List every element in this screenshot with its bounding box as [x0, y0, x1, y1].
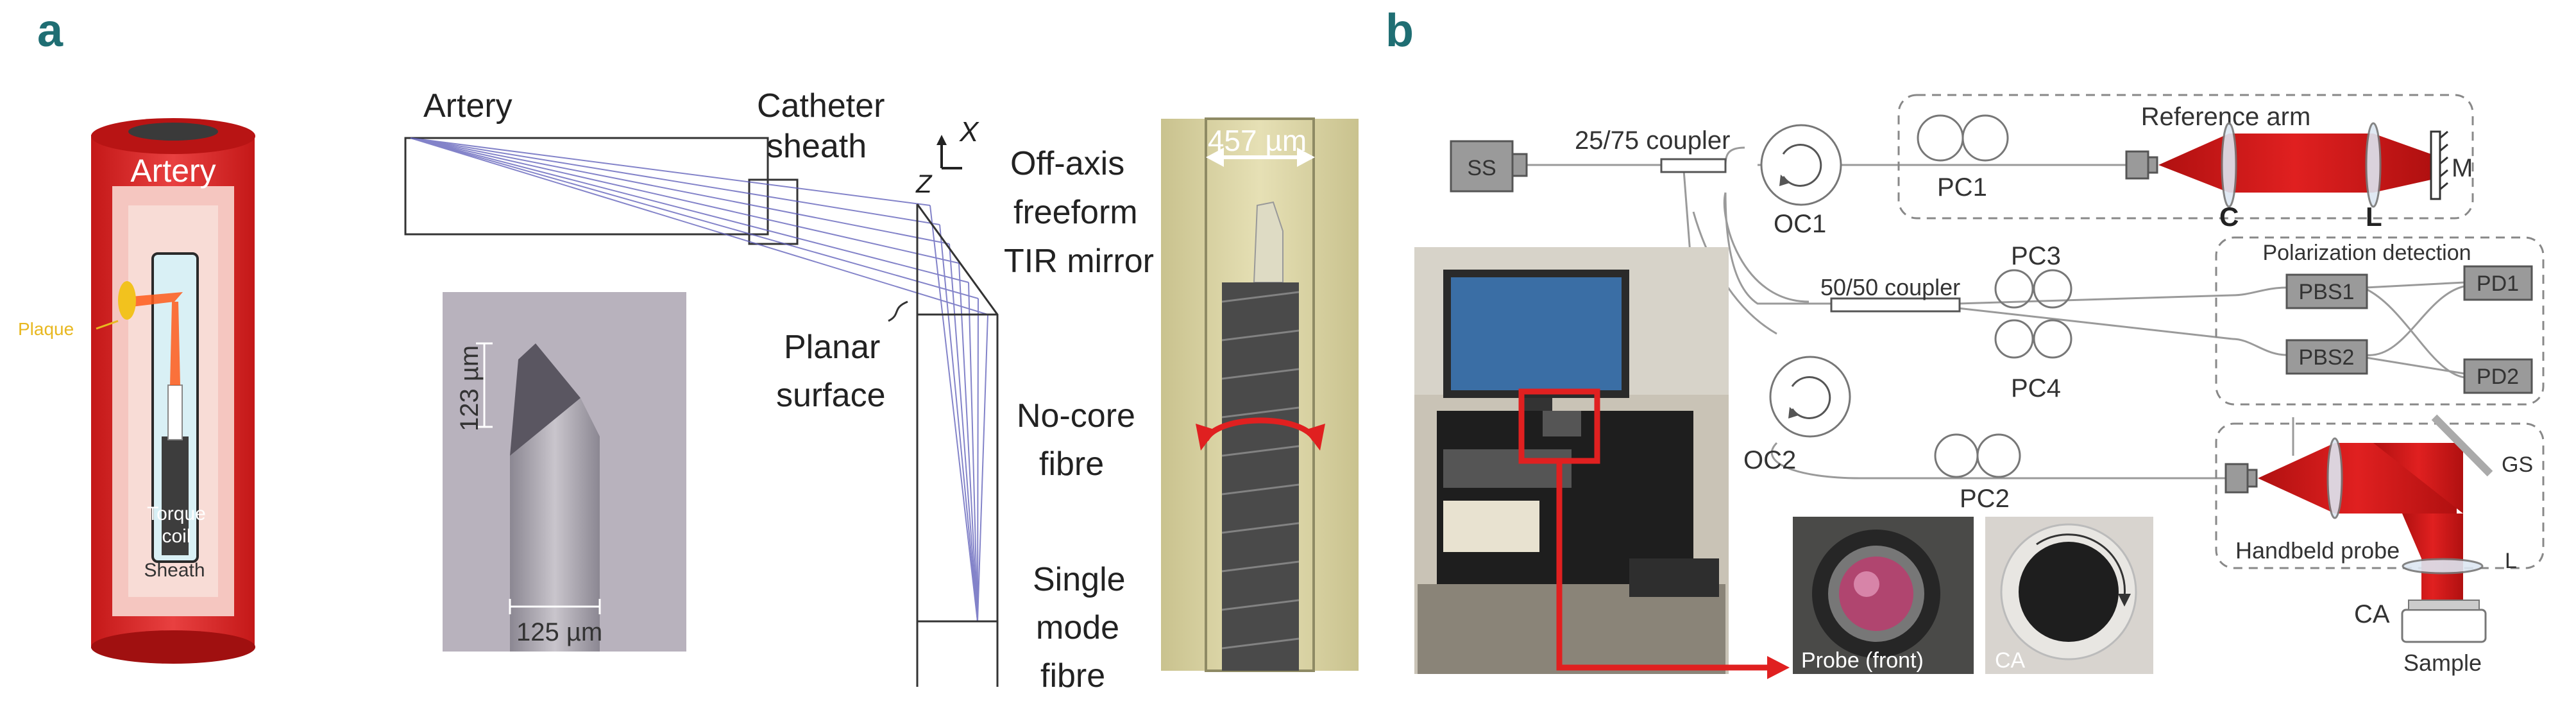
label-nocore-2: fibre — [1039, 445, 1104, 483]
photo-keyboard — [1629, 558, 1719, 597]
label-pc3: PC3 — [2011, 242, 2061, 270]
label-pc2: PC2 — [1960, 485, 2010, 513]
planar-leader — [888, 302, 908, 321]
label-planar-1: Planar — [784, 329, 880, 366]
catheter-drawing: Artery Plaque Torque coil Sheath — [18, 118, 255, 664]
ref-collimator — [2126, 151, 2148, 178]
label-pc1: PC1 — [1937, 173, 1987, 202]
photo-probe-front: Probe (front) — [1793, 517, 1974, 674]
artery-lumen-top — [128, 123, 218, 141]
label-pd2: PD2 — [2477, 365, 2519, 389]
pc2-loop-2 — [1978, 435, 2020, 477]
label-artery-ray: Artery — [423, 87, 513, 125]
ref-mirror — [2431, 132, 2440, 199]
probe-lens-2 — [2403, 559, 2482, 573]
label-sample: Sample — [2403, 650, 2482, 676]
label-smf-1: Single — [1033, 561, 1126, 598]
label-handheld-probe: Handbeld probe — [2235, 537, 2400, 564]
label-mirror-2: freeform — [1013, 194, 1138, 231]
pc2-loop-1 — [1935, 435, 1978, 477]
label-ref-c: C — [2219, 202, 2239, 232]
label-axis-x: X — [959, 116, 979, 148]
label-plaque: Plaque — [18, 319, 74, 339]
circulator-oc2 — [1770, 357, 1850, 436]
label-gs: GS — [2502, 453, 2533, 477]
label-smf-3: fibre — [1040, 657, 1105, 695]
label-coupler-25-75: 25/75 coupler — [1575, 126, 1730, 155]
ref-lens-l — [2366, 123, 2380, 207]
label-nocore-1: No-core — [1017, 397, 1135, 435]
probe-front-lens — [1839, 557, 1913, 631]
photo-ca: CA — [1985, 517, 2153, 674]
probe-collimator — [2226, 464, 2248, 492]
label-ss: SS — [1467, 156, 1496, 180]
micrograph-probe: 457 µm — [1161, 119, 1359, 671]
pc4-loop-1 — [1996, 320, 2033, 358]
label-mirror-3: TIR mirror — [1004, 243, 1154, 280]
label-oc2: OC2 — [1743, 446, 1796, 474]
circulator-oc1 — [1761, 125, 1841, 205]
label-polarization-detection: Polarization detection — [2262, 241, 2471, 265]
label-torque-2: coil — [162, 526, 191, 547]
label-artery-drawing: Artery — [130, 153, 216, 189]
label-catheter-2: sheath — [767, 128, 867, 165]
label-ref-l: L — [2366, 202, 2382, 232]
label-probe-front: Probe (front) — [1801, 648, 1924, 673]
label-probe-l: L — [2505, 549, 2517, 573]
pc4-loop-2 — [2034, 320, 2071, 358]
sample-beam-vertical — [2402, 514, 2463, 600]
label-height-123: 123 µm — [455, 345, 484, 431]
micrograph-tip: 123 µm 125 µm — [443, 292, 686, 652]
plaque-shape — [118, 281, 136, 320]
label-pbs2: PBS2 — [2299, 345, 2355, 370]
ca-dark-disc — [2019, 542, 2119, 642]
photo-system — [1414, 247, 1729, 674]
ref-beam — [2158, 134, 2431, 193]
probe-torque-coil — [1222, 282, 1299, 671]
label-coupler-50-50: 50/50 coupler — [1820, 274, 1960, 300]
panel-a-letter: a — [37, 5, 64, 56]
label-catheter-1: Catheter — [757, 87, 885, 125]
coupler-25-75 — [1661, 159, 1725, 172]
label-pc4: PC4 — [2011, 374, 2061, 402]
label-torque-1: Torque — [147, 503, 206, 524]
ref-lens-c — [2222, 123, 2236, 207]
label-pbs1: PBS1 — [2299, 280, 2355, 304]
ca-window — [2409, 600, 2479, 610]
label-sheath: Sheath — [144, 560, 205, 581]
label-photo-ca: CA — [1995, 648, 2026, 673]
pc1-loop-2 — [1963, 116, 2008, 160]
label-planar-2: surface — [776, 377, 886, 414]
label-oc1: OC1 — [1774, 210, 1826, 238]
coupler-50-50 — [1831, 298, 1960, 311]
label-457: 457 µm — [1208, 124, 1307, 157]
label-ca: CA — [2354, 600, 2390, 628]
fibre-core — [168, 385, 182, 440]
label-smf-2: mode — [1036, 609, 1119, 646]
label-width-125: 125 µm — [516, 618, 602, 646]
label-mirror-1: Off-axis — [1010, 145, 1124, 182]
pc1-loop-1 — [1918, 116, 1963, 160]
label-mirror-m: M — [2452, 154, 2473, 182]
label-pd1: PD1 — [2477, 272, 2519, 296]
probe-lens-1 — [2328, 438, 2342, 518]
pc3-loop-2 — [2034, 270, 2071, 307]
panel-b-letter: b — [1385, 5, 1414, 56]
artery-bottom — [91, 630, 255, 664]
sample-holder — [2402, 610, 2486, 642]
photo-cart — [1437, 411, 1693, 584]
label-axis-z: Z — [915, 170, 933, 198]
